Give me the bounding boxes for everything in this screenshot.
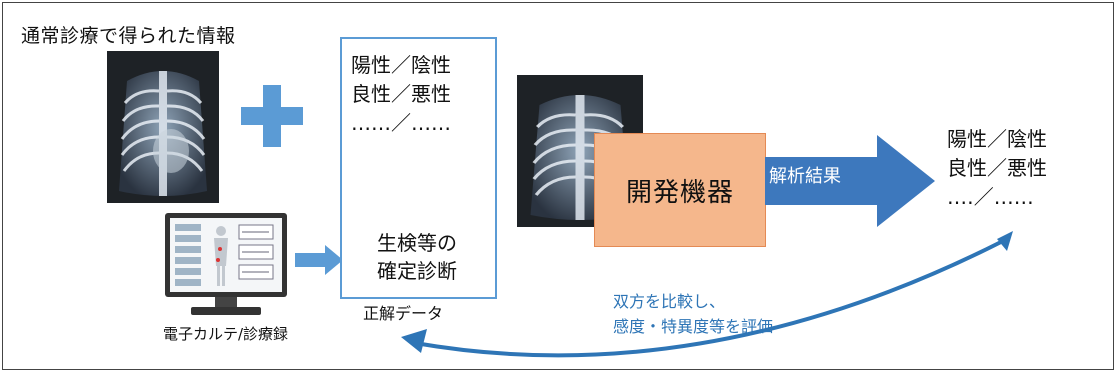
ground-truth-labels: 陽性／陰性 良性／悪性 ……／…… [351, 51, 451, 138]
device-label: 開発機器 [625, 177, 734, 208]
gt-line-3: ……／…… [351, 111, 451, 135]
gt-line-1: 陽性／陰性 [351, 53, 451, 77]
compare-line-1: 双方を比較し、 [613, 292, 726, 311]
monitor-icon [165, 213, 287, 315]
curved-double-arrow-icon [401, 231, 1013, 358]
compare-line-2: 感度・特異度等を評価 [613, 317, 774, 336]
arrow-right-icon [295, 245, 343, 275]
analysis-arrow-label: 解析結果 [769, 166, 841, 187]
comparison-note: 双方を比較し、 感度・特異度等を評価 [613, 289, 773, 339]
xray-drawing-1 [107, 51, 219, 203]
section-title: 通常診療で得られた情報 [21, 25, 236, 47]
ground-truth-box [340, 37, 497, 299]
diagram-canvas: 通常診療で得られた情報 [2, 2, 1114, 370]
ground-truth-caption: 正解データ [363, 304, 444, 323]
result-line-3: ‥‥／…… [947, 185, 1034, 209]
chest-xray-image [107, 51, 219, 203]
result-line-2: 良性／悪性 [947, 156, 1047, 180]
result-line-1: 陽性／陰性 [947, 127, 1047, 151]
biopsy-line-2: 確定診断 [377, 259, 457, 283]
biopsy-line-1: 生検等の [377, 231, 457, 255]
analysis-arrow-icon [765, 135, 935, 227]
plus-icon [241, 85, 303, 147]
gt-line-2: 良性／悪性 [351, 82, 451, 106]
result-labels: 陽性／陰性 良性／悪性 ‥‥／…… [947, 125, 1047, 212]
biopsy-diagnosis: 生検等の 確定診断 [353, 229, 481, 285]
emr-caption: 電子カルテ/診療録 [163, 325, 289, 343]
